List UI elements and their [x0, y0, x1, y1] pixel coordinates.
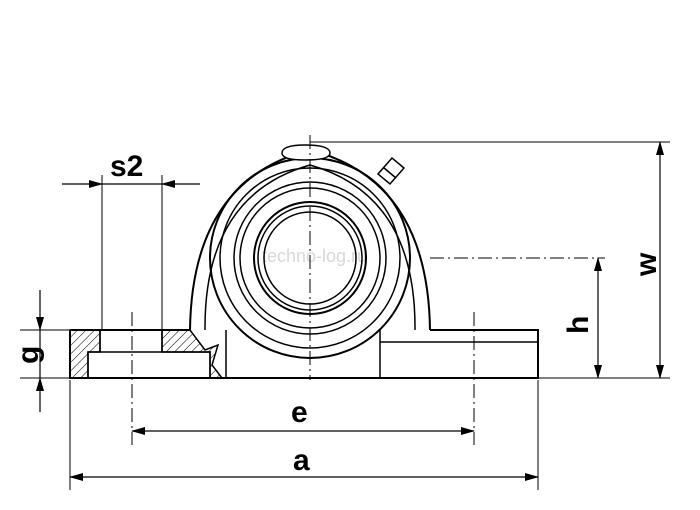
label-s2: s2	[110, 150, 143, 183]
top-slot	[281, 144, 331, 161]
label-w: w	[630, 252, 663, 277]
dimension-lines	[36, 141, 664, 481]
label-a: a	[293, 444, 310, 477]
label-g: g	[12, 346, 45, 364]
base-section-cutaway	[69, 329, 224, 379]
extension-lines	[20, 135, 670, 490]
watermark-text: techno-log.ru	[262, 246, 367, 266]
label-h: h	[562, 316, 595, 334]
label-e: e	[291, 396, 308, 429]
grease-nipple-icon	[376, 156, 406, 186]
